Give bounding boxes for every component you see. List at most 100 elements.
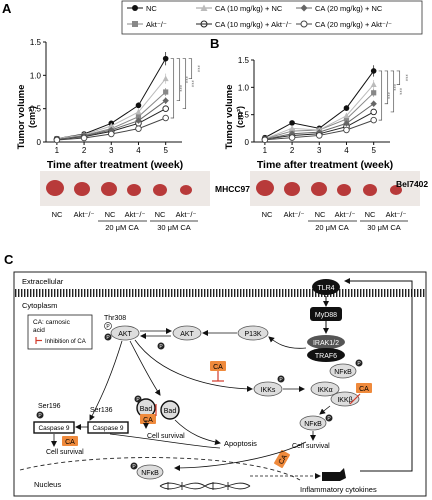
- svg-text:IKKα: IKKα: [317, 387, 332, 394]
- node-akt-right: AKT: [172, 325, 202, 341]
- legend-item-ca20-akt: CA (20 mg/kg) + Akt⁻/⁻: [296, 20, 392, 29]
- data-point: [162, 55, 169, 62]
- ca-tag-5: CA: [274, 449, 290, 469]
- photo-a-label-akt3: Akt⁻/⁻: [176, 210, 197, 219]
- y-tick-label: 1.0: [238, 83, 250, 92]
- significance-label: ***: [384, 92, 390, 100]
- tumor-b-6: [390, 185, 402, 195]
- significance-bracket: [176, 58, 181, 102]
- svg-text:CA (10 mg/kg) + Akt⁻/⁻: CA (10 mg/kg) + Akt⁻/⁻: [215, 20, 292, 29]
- data-point: [80, 134, 88, 142]
- data-point: [370, 100, 377, 107]
- photo-a-label-nc2: NC: [105, 210, 116, 219]
- tumor-photo-b: Bel7402 NC Akt⁻/⁻ NC Akt⁻/⁻ NC Akt⁻/⁻ 20…: [250, 171, 428, 232]
- photo-a-label-akt2: Akt⁻/⁻: [125, 210, 146, 219]
- tumor-b-3: [311, 182, 327, 196]
- x-tick-label: 2: [290, 146, 295, 155]
- data-point: [370, 68, 377, 74]
- significance-bracket: [188, 58, 193, 80]
- node-bad-2: Bad: [160, 400, 180, 420]
- panel-label-b: B: [210, 36, 219, 51]
- node-myd88: MyD88: [310, 307, 342, 321]
- x-tick-label: 3: [317, 146, 322, 155]
- y-tick-label: 1.5: [238, 56, 250, 65]
- nuclear-envelope: [19, 457, 301, 481]
- arrow-nfkb-nucleus: [174, 441, 307, 471]
- photo-a-label-nc: NC: [52, 210, 63, 219]
- svg-text:P: P: [132, 464, 136, 470]
- svg-text:CA: CA: [278, 454, 289, 466]
- phospho-caspase: P: [36, 411, 44, 419]
- label-cell-survival-2: Cell survival: [46, 449, 84, 456]
- dna-helix: [159, 482, 251, 490]
- node-nfkb-free: NFκB: [299, 415, 327, 431]
- x-tick-label: 5: [371, 146, 376, 155]
- data-point: [53, 136, 61, 144]
- node-caspase9-1: Caspase 9: [33, 421, 75, 434]
- arrow-ikk-nfkb: [319, 405, 331, 415]
- phospho-nfkb-3: P: [130, 462, 138, 470]
- data-point: [370, 108, 377, 116]
- label-cell-survival-3: Cell survival: [292, 443, 330, 450]
- y-tick-label: 0: [245, 138, 250, 147]
- data-point: [162, 105, 169, 112]
- data-point: [289, 125, 296, 131]
- svg-text:TLR4: TLR4: [317, 285, 334, 292]
- phospho-akt-1: P: [104, 322, 112, 330]
- x-tick-label: 5: [163, 146, 168, 155]
- photo-b-label-akt3: Akt⁻/⁻: [386, 210, 407, 219]
- data-point: [162, 75, 169, 82]
- y-tick-label: 0: [37, 138, 42, 147]
- svg-text:NC: NC: [146, 4, 157, 13]
- data-point: [343, 126, 350, 134]
- pathway-diagram: Extracellular Cytoplasm TLR4 MyD88 IRAK1…: [13, 271, 427, 497]
- svg-text:P: P: [106, 335, 110, 341]
- key-text-1: CA: carnosic: [33, 319, 71, 326]
- significance-label: ***: [194, 65, 200, 73]
- data-point: [288, 134, 296, 141]
- node-caspase9-2: Caspase 9: [87, 421, 129, 434]
- significance-label: ***: [176, 85, 182, 93]
- svg-text:P: P: [136, 397, 140, 403]
- data-point: [343, 105, 350, 111]
- tumor-a-4: [127, 184, 141, 196]
- label-ser196: Ser196: [38, 403, 61, 410]
- significance-bracket: [170, 58, 175, 119]
- legend-item-ca10-nc: CA (10 mg/kg) + NC: [196, 4, 283, 13]
- chart-b-ylabel-unit: (cm³): [235, 106, 245, 128]
- key-box: CA: carnosic acid Inhibition of CA: [27, 314, 93, 350]
- svg-text:P: P: [327, 416, 331, 422]
- data-point: [261, 136, 269, 144]
- data-point: [135, 117, 142, 124]
- svg-text:NFκB: NFκB: [141, 470, 159, 477]
- phospho-ikks: P: [277, 375, 285, 383]
- photo-a-dose1: 20 μM CA: [105, 223, 139, 232]
- svg-text:NFκB: NFκB: [304, 421, 322, 428]
- svg-text:CA (20 mg/kg) + NC: CA (20 mg/kg) + NC: [315, 4, 383, 13]
- arrow-akt-caspase: [89, 340, 123, 421]
- panel-label-c: C: [4, 252, 14, 267]
- svg-text:CA: CA: [143, 417, 153, 424]
- photo-b-label-nc3: NC: [365, 210, 376, 219]
- svg-text:CA: CA: [65, 439, 75, 446]
- data-point: [135, 102, 142, 109]
- cell-line-b: Bel7402: [396, 179, 428, 189]
- data-point: [108, 130, 115, 138]
- legend: NC CA (10 mg/kg) + NC CA (20 mg/kg) + NC…: [121, 0, 423, 35]
- legend-item-ca20-nc: CA (20 mg/kg) + NC: [296, 4, 383, 13]
- legend-item-nc: NC: [127, 4, 157, 13]
- x-tick-label: 2: [82, 146, 87, 155]
- significance-label: ***: [402, 74, 408, 82]
- svg-text:P: P: [106, 324, 110, 330]
- svg-text:CA: CA: [359, 386, 369, 393]
- panel-label-a: A: [2, 1, 12, 16]
- photo-b-label-nc2: NC: [315, 210, 326, 219]
- arrow-akt-ikks: [134, 339, 253, 392]
- photo-b-dose2: 30 μM CA: [367, 223, 401, 232]
- significance-bracket: [384, 70, 389, 105]
- phospho-akt-2: P: [104, 333, 112, 341]
- x-tick-label: 1: [263, 146, 268, 155]
- label-ser136: Ser136: [90, 407, 113, 414]
- svg-text:P: P: [38, 413, 42, 419]
